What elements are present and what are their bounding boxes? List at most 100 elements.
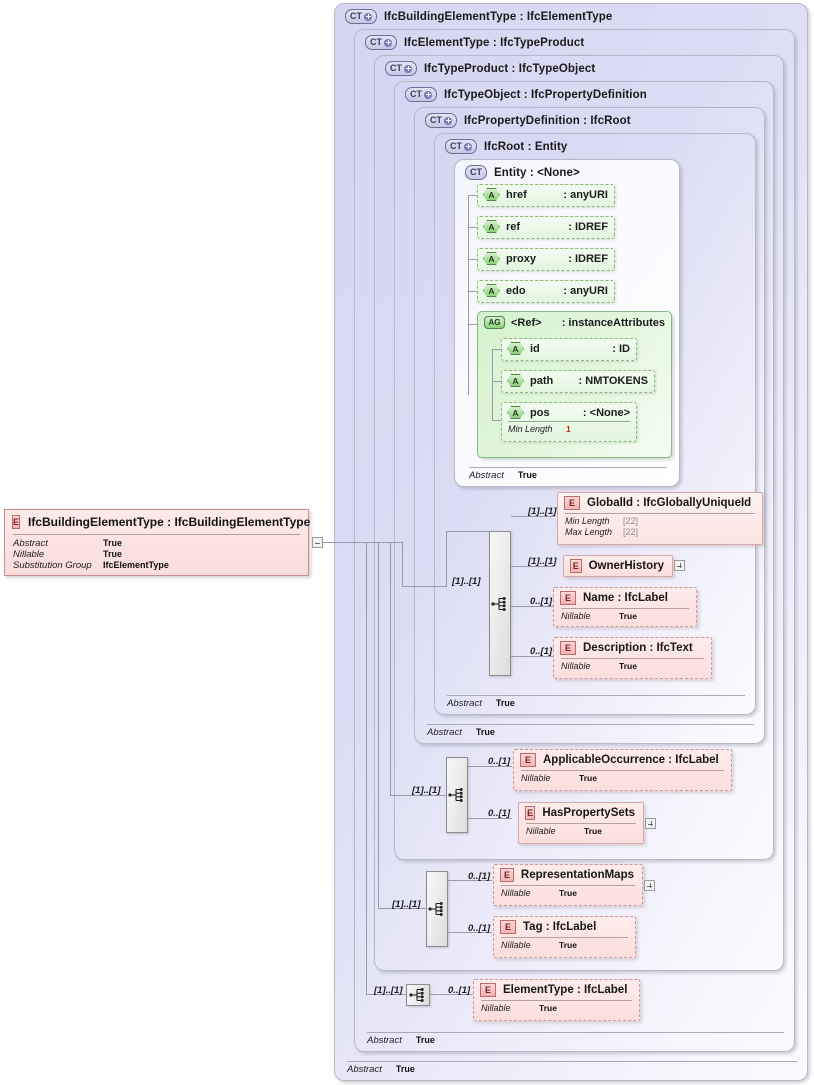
attribute-path[interactable]: A path : NMTOKENS (501, 370, 655, 393)
container-header: CT IfcTypeProduct : IfcTypeObject (385, 61, 595, 76)
sequence-icon (491, 596, 506, 611)
root-element-title: IfcBuildingElementType : IfcBuildingElem… (28, 515, 311, 529)
attribute-icon: A (507, 406, 524, 419)
attribute-row: A path : NMTOKENS (502, 371, 654, 389)
ct-plus-icon[interactable]: CT (445, 139, 477, 154)
ag-stub (492, 349, 501, 350)
seq-lead (378, 908, 426, 909)
sequence-node[interactable] (446, 757, 468, 833)
attribute-ref[interactable]: A ref : IDREF (477, 216, 615, 239)
seq-lead (446, 531, 489, 532)
element-name: ElementType : IfcLabel (503, 984, 628, 996)
ct-plus-icon[interactable]: CT (385, 61, 417, 76)
element-representationmaps[interactable]: E RepresentationMaps Nillable True (493, 864, 643, 906)
element-elementtype[interactable]: E ElementType : IfcLabel Nillable True (473, 979, 640, 1021)
element-name: ApplicableOccurrence : IfcLabel (543, 754, 719, 766)
sequence-icon (448, 788, 463, 802)
attribute-name: edo (506, 284, 526, 297)
element-globalid[interactable]: E GlobalId : IfcGloballyUniqueId Min Len… (557, 492, 763, 545)
sequence-cardinality: [1]..[1] (392, 899, 421, 910)
expand-icon[interactable] (645, 818, 656, 829)
element-lead (448, 880, 492, 881)
element-haspropertysets[interactable]: E HasPropertySets Nillable True (518, 802, 644, 844)
ct-plus-icon[interactable]: CT (425, 113, 457, 128)
sequence-node[interactable] (489, 531, 511, 676)
element-name[interactable]: E Name : IfcLabel Nillable True (553, 587, 697, 627)
seq-lead (402, 586, 446, 587)
branch-line (390, 542, 391, 795)
seq-lead (390, 795, 446, 796)
facet-row: Nillable True (561, 661, 637, 671)
attribute-name: path (530, 374, 554, 387)
attr-stub (468, 259, 477, 260)
attribute-id[interactable]: A id : ID (501, 338, 637, 361)
attr-stub (468, 324, 477, 325)
element-ownerhistory[interactable]: E OwnerHistory (563, 555, 673, 577)
expand-icon[interactable] (644, 880, 655, 891)
sequence-cardinality: [1]..[1] (412, 785, 441, 796)
ct-plus-icon[interactable]: CT (345, 9, 377, 24)
element-tag[interactable]: E Tag : IfcLabel Nillable True (493, 916, 636, 958)
root-element-box[interactable]: E IfcBuildingElementType : IfcBuildingEl… (4, 509, 311, 576)
attribute-type: : anyURI (563, 188, 608, 201)
root-element-header: E IfcBuildingElementType : IfcBuildingEl… (5, 510, 311, 534)
attribute-row: A pos : <None> (502, 403, 636, 421)
element-facets: Nillable True (561, 608, 689, 622)
element-header: E ApplicableOccurrence : IfcLabel (514, 750, 731, 770)
expand-icon[interactable] (674, 560, 685, 571)
element-header: E ElementType : IfcLabel (474, 980, 639, 1000)
attribute-icon: A (483, 188, 500, 201)
facet-row: Nillable True (481, 1003, 557, 1013)
element-description[interactable]: E Description : IfcText Nillable True (553, 637, 712, 679)
attribute-row: A ref : IDREF (478, 217, 614, 235)
ag-stub (492, 381, 501, 382)
sequence-cardinality: [1]..[1] (452, 576, 481, 587)
element-header: E Description : IfcText (554, 638, 711, 658)
element-name: Description : IfcText (583, 642, 693, 654)
attribute-row: A id : ID (502, 339, 636, 357)
ct-plus-icon[interactable]: CT (365, 35, 397, 50)
container-title: IfcBuildingElementType : IfcElementType (384, 10, 613, 23)
element-name: Name : IfcLabel (583, 592, 668, 604)
collapse-icon[interactable] (312, 537, 323, 548)
container-header: CT IfcBuildingElementType : IfcElementTy… (345, 9, 612, 24)
element-cardinality: 0..[1] (468, 871, 491, 882)
attribute-href[interactable]: A href : anyURI (477, 184, 615, 207)
container-header: CT IfcElementType : IfcTypeProduct (365, 35, 584, 50)
facet-row: Nillable True (501, 940, 577, 950)
element-header: E Name : IfcLabel (554, 588, 696, 608)
attribute-pos[interactable]: A pos : <None> Min Length 1 (501, 402, 637, 442)
branch-line (402, 542, 403, 586)
element-cardinality: [1]..[1] (528, 506, 557, 517)
element-lead (511, 566, 555, 567)
element-icon: E (480, 983, 496, 997)
element-header: E RepresentationMaps (494, 865, 642, 885)
ct-icon[interactable]: CT (465, 165, 487, 180)
facet-row: Nillable True (501, 888, 577, 898)
element-icon: E (560, 641, 576, 655)
element-icon: E (500, 920, 516, 934)
attribute-name: proxy (506, 252, 536, 265)
attr-spine (468, 195, 469, 395)
element-applicableoccurrence[interactable]: E ApplicableOccurrence : IfcLabel Nillab… (513, 749, 732, 791)
facet-row: Nillable True (13, 549, 123, 560)
element-cardinality: 0..[1] (488, 756, 511, 767)
sequence-node[interactable] (426, 871, 448, 947)
branch-line (366, 542, 367, 994)
sequence-icon (409, 988, 424, 1002)
container-footer: Abstract True (367, 1032, 784, 1046)
ag-stub (492, 420, 501, 421)
element-lead (511, 606, 555, 607)
attribute-type: : NMTOKENS (578, 374, 648, 387)
container-footer: Abstract True (447, 695, 745, 709)
element-facets: Nillable True (501, 937, 628, 951)
sequence-node[interactable] (406, 984, 430, 1006)
element-name: OwnerHistory (588, 560, 664, 572)
attr-stub (468, 227, 477, 228)
facet-row: Substitution Group IfcElementType (13, 560, 169, 571)
ct-plus-icon[interactable]: CT (405, 87, 437, 102)
attribute-edo[interactable]: A edo : anyURI (477, 280, 615, 303)
element-name: Tag : IfcLabel (523, 921, 597, 933)
attribute-proxy[interactable]: A proxy : IDREF (477, 248, 615, 271)
